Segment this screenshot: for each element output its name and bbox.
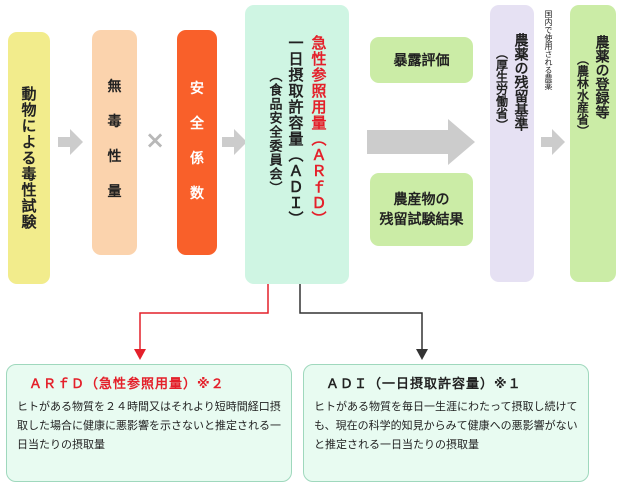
safety-factor-box: 安 全 係 数: [177, 30, 217, 255]
adi-definition-note: ＡＤＩ（一日摂取許容量）※１ ヒトがある物質を毎日一生涯にわたって摂取し続けても…: [303, 364, 589, 482]
mrl-main-label: 農薬の残留基準: [512, 33, 529, 131]
adi-label: 一日摂取許容量（ＡＤＩ）: [286, 35, 307, 227]
residue-test-box: 農産物の 残留試験結果: [370, 173, 473, 246]
animal-test-label: 動物による毒性試験: [19, 86, 38, 230]
registration-box: 農薬の登録等 （農林水産省）: [570, 5, 616, 282]
arfd-connector-head: [134, 349, 146, 360]
arfd-adi-box: 急性参照用量（ＡＲｆＤ） 一日摂取許容量（ＡＤＩ） （食品安全委員会）: [245, 5, 349, 284]
arrow-1: [58, 129, 83, 155]
safety-char-4: 数: [190, 186, 204, 202]
adi-connector-head: [416, 349, 428, 360]
arfd-note-title: ＡＲｆＤ（急性参照用量）※２: [29, 377, 225, 392]
safety-char-3: 係: [190, 151, 204, 167]
registration-main-label: 農薬の登録等: [593, 35, 610, 119]
noael-char-2: 毒: [107, 114, 122, 130]
noael-char-4: 量: [107, 184, 122, 200]
noael-char-1: 無: [107, 79, 122, 95]
arfd-definition-note: ＡＲｆＤ（急性参照用量）※２ ヒトがある物質を２４時間又はそれより短時間経口摂取…: [6, 364, 292, 482]
arrow-big: [367, 119, 475, 165]
residue-test-line2: 残留試験結果: [379, 211, 464, 228]
arrow-2: [222, 129, 247, 155]
registration-org-label: （農林水産省）: [575, 53, 590, 137]
adi-note-title: ＡＤＩ（一日摂取許容量）※１: [326, 377, 522, 392]
animal-test-box: 動物による毒性試験: [8, 32, 50, 284]
residue-test-line1: 農産物の: [393, 191, 450, 208]
adi-note-body: ヒトがある物質を毎日一生涯にわたって摂取し続けても、現在の科学的知見からみて健康…: [314, 400, 578, 451]
noael-char-3: 性: [107, 149, 122, 165]
mrl-box: 農薬の残留基準 （厚生労働省）: [490, 5, 534, 282]
fsc-label: （食品安全委員会）: [266, 69, 282, 195]
adi-abbr-text: （ＡＤＩ）: [286, 147, 305, 227]
exposure-assessment-box: 暴露評価: [370, 37, 473, 83]
arfd-note-body: ヒトがある物質を２４時間又はそれより短時間経口摂取した場合に健康に悪影響を示さな…: [17, 400, 281, 451]
noael-box: 無 毒 性 量: [92, 30, 137, 255]
arfd-abbr-text: （ＡＲｆＤ）: [309, 131, 328, 227]
mrl-org-label: （厚生労働省）: [494, 47, 509, 131]
safety-char-2: 全: [190, 116, 204, 132]
exposure-assessment-label: 暴露評価: [393, 53, 450, 69]
arrow-3: [541, 129, 565, 155]
domestic-use-note: 国内で使用される農薬: [544, 10, 553, 90]
arfd-main-text: 急性参照用量: [309, 35, 328, 131]
safety-char-1: 安: [190, 81, 204, 97]
arfd-label: 急性参照用量（ＡＲｆＤ）: [309, 35, 330, 227]
multiply-operator: ×: [145, 126, 166, 154]
adi-main-text: 一日摂取許容量: [286, 35, 305, 147]
